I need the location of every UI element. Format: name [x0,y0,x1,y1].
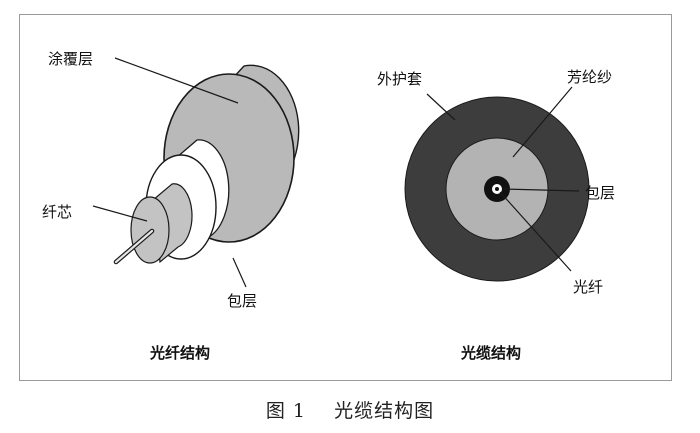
label-coating: 涂覆层 [48,50,93,68]
label-aramid: 芳纶纱 [567,68,612,86]
label-jacket: 外护套 [377,70,422,88]
leader-aramid [512,86,573,158]
fiber-structure-diagram: 涂覆层 纤芯 包层 光纤结构 [42,50,300,362]
leader-core [92,205,148,222]
leader-jacket [426,93,456,121]
label-cladding-cable: 包层 [585,184,615,202]
cable-structure-diagram: 外护套 芳纶纱 包层 光纤 光缆结构 [377,68,615,362]
label-fiber: 光纤 [573,278,603,296]
leader-cladding-cable [503,188,580,192]
figure-caption: 图 1 光缆结构图 [265,400,435,422]
fiber-subtitle: 光纤结构 [149,344,210,362]
label-cladding-fiber: 包层 [227,292,257,310]
leader-cladding-fiber [232,257,247,288]
cable-subtitle: 光缆结构 [460,344,521,362]
leader-coating [114,57,239,104]
label-core: 纤芯 [42,203,72,221]
leader-fiber [499,191,572,272]
